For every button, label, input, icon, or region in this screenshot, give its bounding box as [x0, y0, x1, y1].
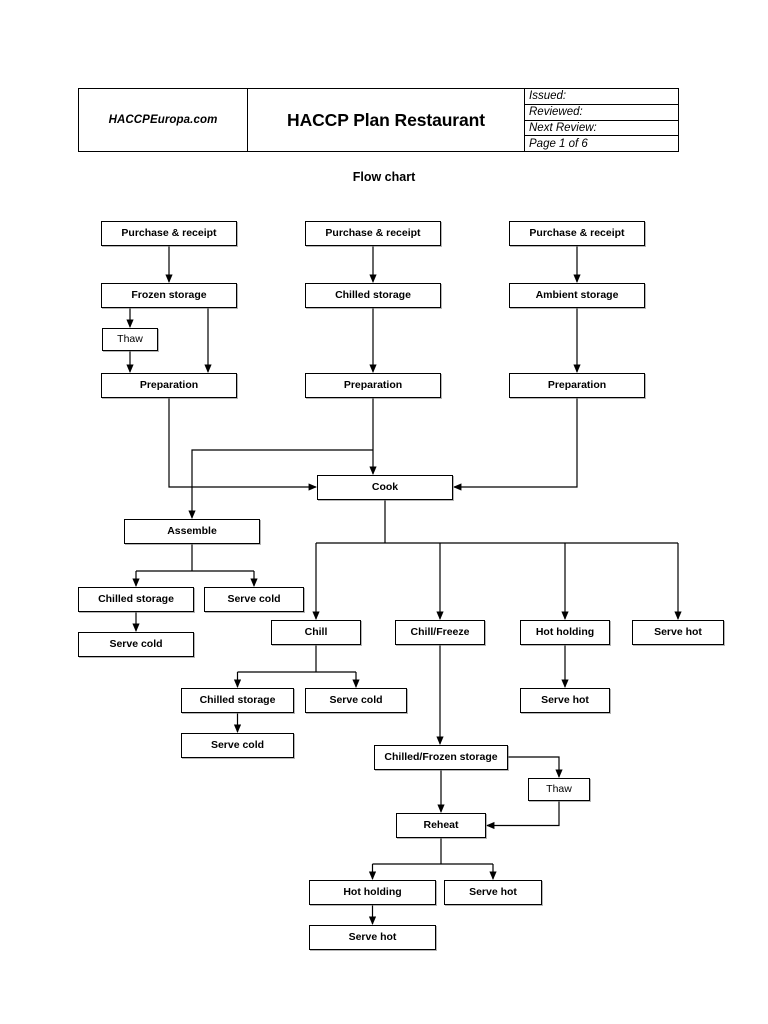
flow-node: Serve hot	[520, 688, 610, 713]
flow-node-label: Serve cold	[227, 594, 280, 605]
flow-node: Purchase & receipt	[101, 221, 237, 246]
flow-node: Serve hot	[309, 925, 436, 950]
flow-node: Serve cold	[78, 632, 194, 657]
flow-node-label: Chilled/Frozen storage	[384, 752, 497, 763]
flow-node-label: Purchase & receipt	[325, 228, 420, 239]
flow-node: Serve hot	[444, 880, 542, 905]
flow-node: Hot holding	[520, 620, 610, 645]
flow-connector	[169, 398, 316, 487]
flow-node: Serve hot	[632, 620, 724, 645]
flow-node-label: Hot holding	[536, 627, 594, 638]
flow-node: Serve cold	[305, 688, 407, 713]
flow-node-label: Serve hot	[349, 932, 397, 943]
flow-node-label: Ambient storage	[536, 290, 619, 301]
flow-node-label: Serve hot	[469, 887, 517, 898]
flow-node-label: Thaw	[117, 334, 143, 345]
flow-node: Chill	[271, 620, 361, 645]
flow-node-label: Chill	[305, 627, 328, 638]
flow-node: Chilled storage	[181, 688, 294, 713]
flow-node-label: Chilled storage	[200, 695, 276, 706]
flow-node: Serve cold	[204, 587, 304, 612]
flow-node-label: Serve cold	[329, 695, 382, 706]
flow-node: Cook	[317, 475, 453, 500]
flow-node: Preparation	[101, 373, 237, 398]
flow-node-label: Reheat	[423, 820, 458, 831]
flow-node: Thaw	[102, 328, 158, 351]
flow-node-label: Cook	[372, 482, 398, 493]
flow-node: Reheat	[396, 813, 486, 838]
flow-node: Chilled storage	[305, 283, 441, 308]
flow-node: Preparation	[509, 373, 645, 398]
flow-node-label: Serve cold	[109, 639, 162, 650]
flow-node-label: Preparation	[548, 380, 606, 391]
flow-node-label: Thaw	[546, 784, 572, 795]
flow-node-label: Chilled storage	[335, 290, 411, 301]
flow-node: Thaw	[528, 778, 590, 801]
flow-node-label: Serve cold	[211, 740, 264, 751]
flow-connector	[487, 801, 559, 826]
flow-node-label: Preparation	[140, 380, 198, 391]
flow-node: Assemble	[124, 519, 260, 544]
flow-connector	[454, 398, 577, 487]
flow-node-label: Purchase & receipt	[121, 228, 216, 239]
flow-node: Ambient storage	[509, 283, 645, 308]
flow-node-label: Chill/Freeze	[411, 627, 470, 638]
flow-connector	[508, 757, 559, 777]
flow-node: Chill/Freeze	[395, 620, 485, 645]
flow-node: Purchase & receipt	[509, 221, 645, 246]
flow-node-label: Frozen storage	[131, 290, 206, 301]
flow-node-label: Serve hot	[541, 695, 589, 706]
flow-node: Preparation	[305, 373, 441, 398]
flow-node: Chilled storage	[78, 587, 194, 612]
flow-node-label: Preparation	[344, 380, 402, 391]
flow-node: Purchase & receipt	[305, 221, 441, 246]
flow-node-label: Hot holding	[343, 887, 401, 898]
flow-node-label: Serve hot	[654, 627, 702, 638]
flow-node: Hot holding	[309, 880, 436, 905]
flow-node-label: Assemble	[167, 526, 217, 537]
flow-node: Chilled/Frozen storage	[374, 745, 508, 770]
flow-node-label: Chilled storage	[98, 594, 174, 605]
flow-node: Frozen storage	[101, 283, 237, 308]
flow-node-label: Purchase & receipt	[529, 228, 624, 239]
flow-node: Serve cold	[181, 733, 294, 758]
